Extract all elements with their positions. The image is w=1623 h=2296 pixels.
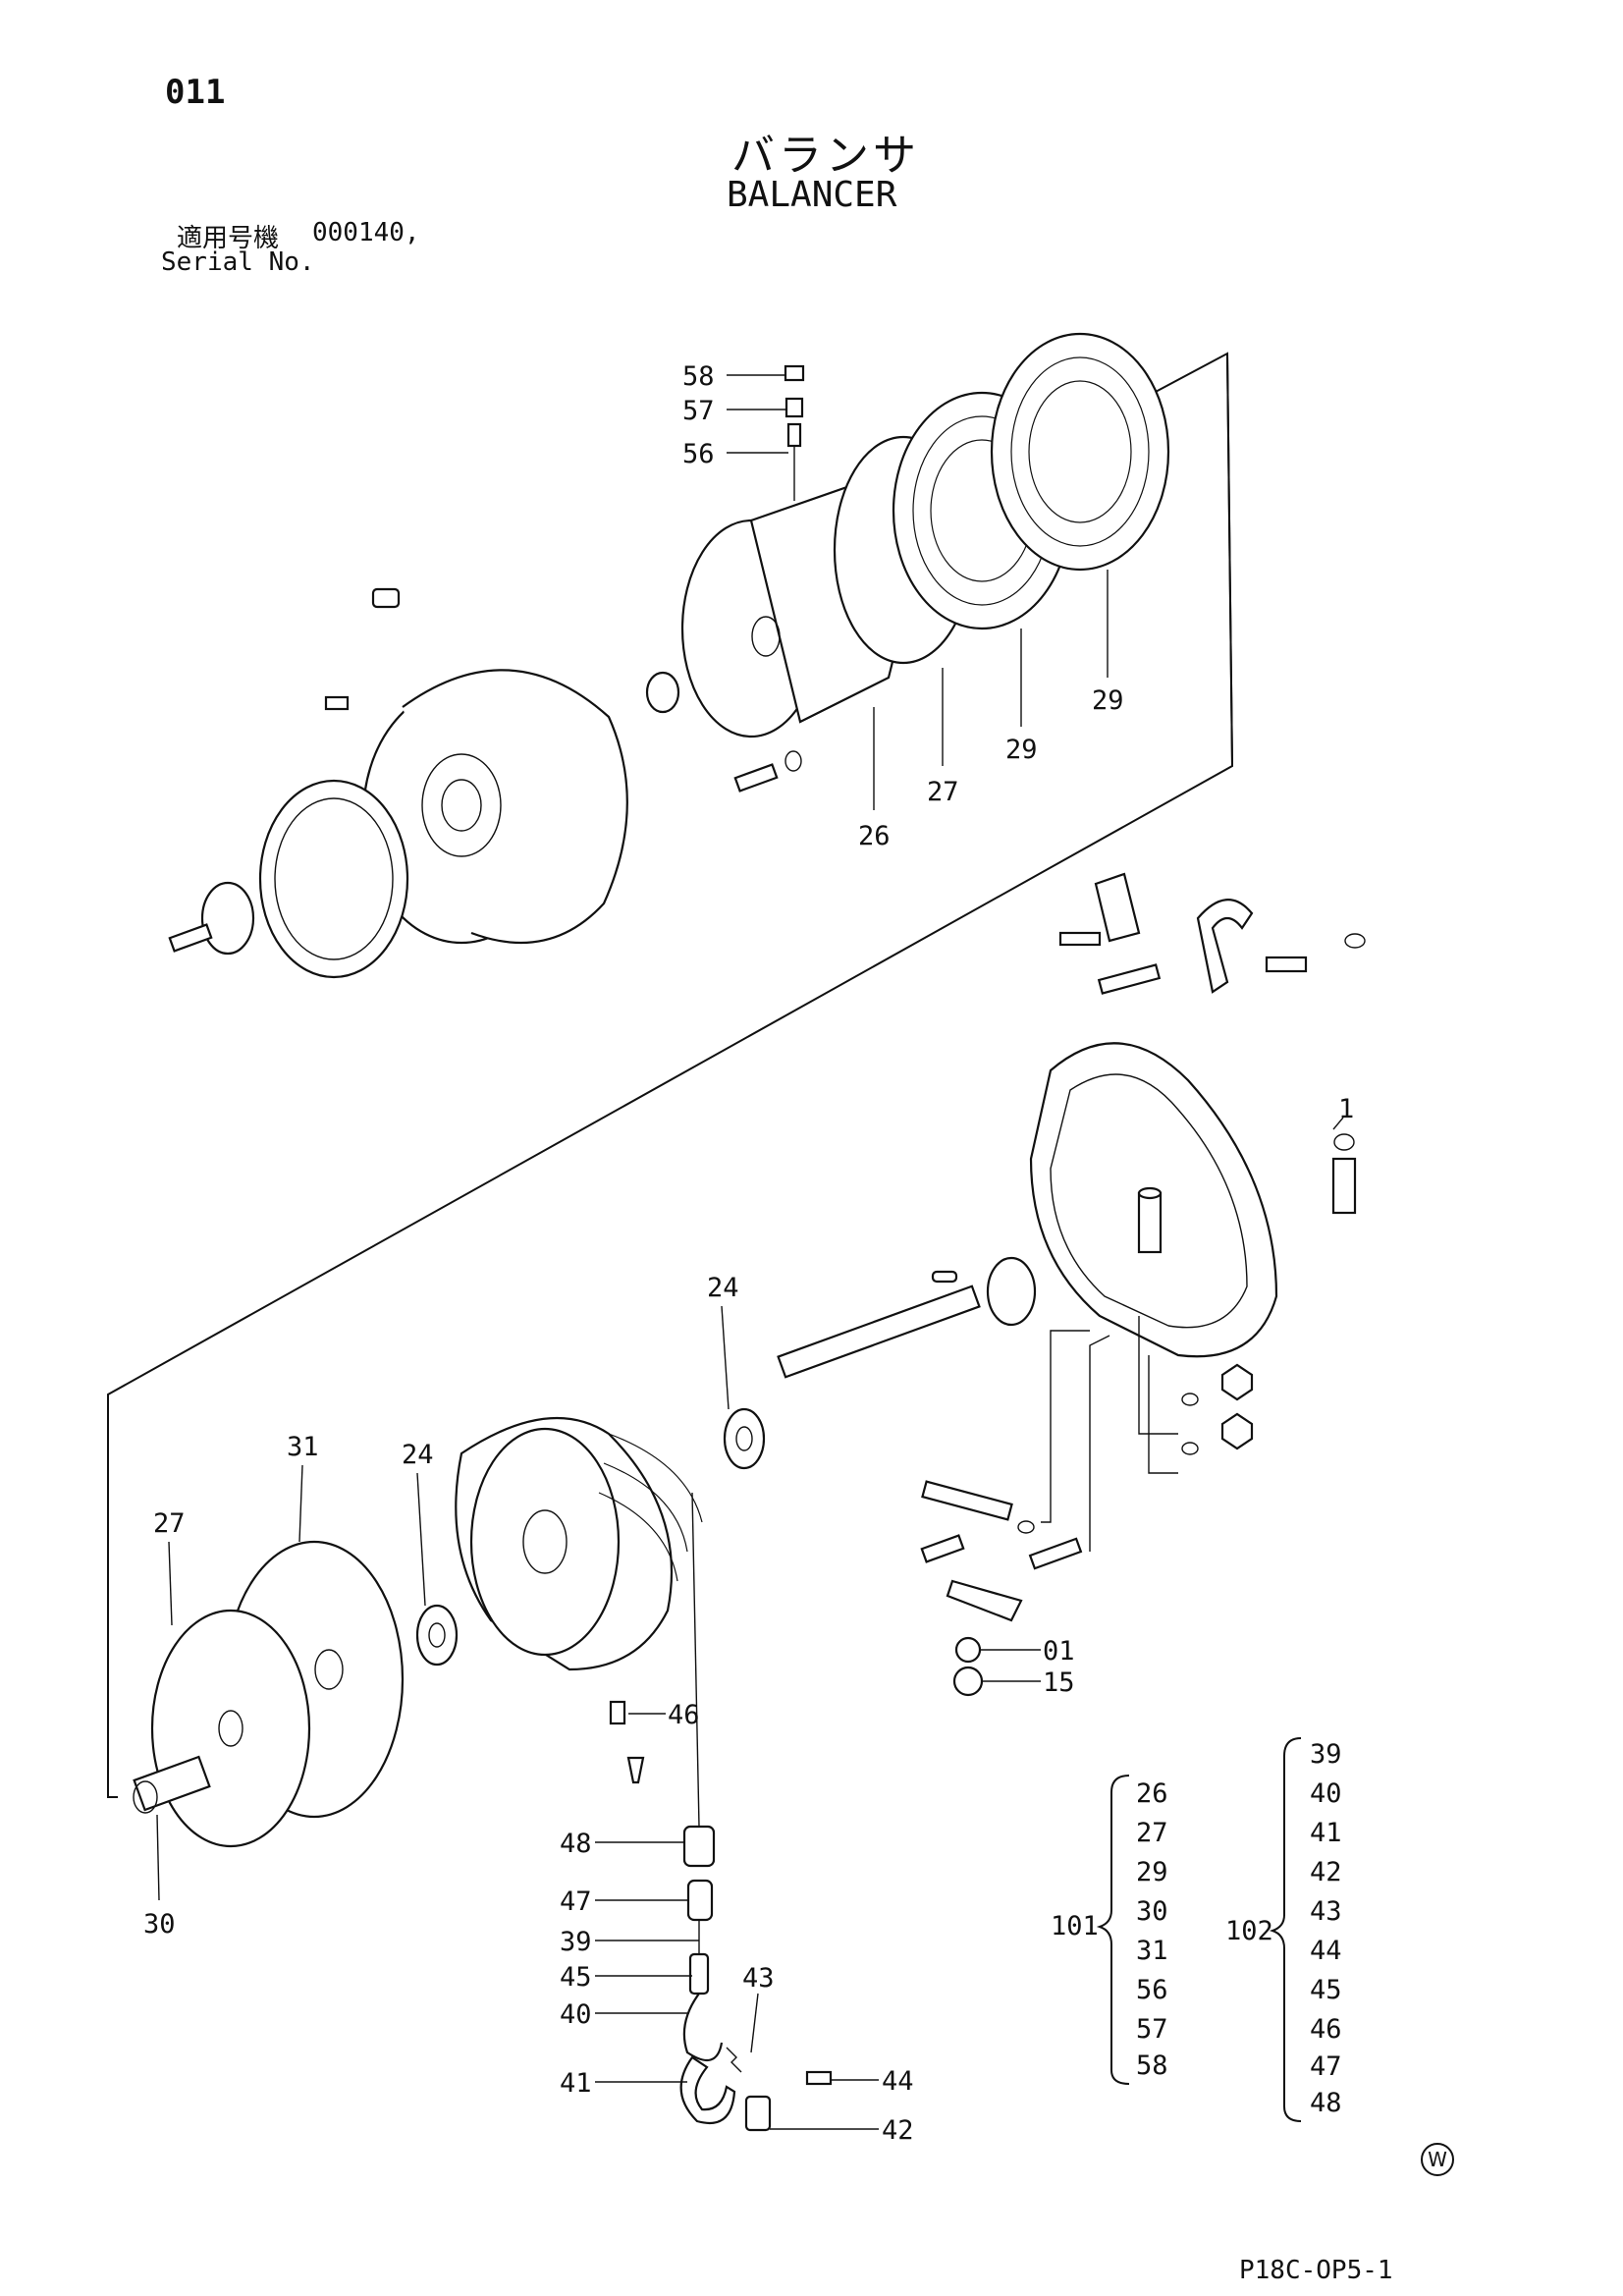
title-japanese: バランサ [731,131,920,181]
cover-group [168,587,680,979]
callout-58: 58 [682,361,715,392]
callout-47: 47 [560,1886,592,1917]
callout-57: 57 [682,396,715,426]
disc-27b [150,1609,311,1848]
spring-case-group [680,332,1170,793]
callout-46: 46 [668,1700,700,1730]
assembly-102-part: 42 [1310,1857,1342,1887]
assembly-102-part: 40 [1310,1778,1342,1809]
bearing-24b [415,1604,459,1667]
callout-42: 42 [882,2115,914,2146]
callout-56: 56 [682,439,715,469]
gear [986,1256,1037,1327]
callout-29b: 29 [1005,735,1038,765]
callout-27a: 27 [927,777,959,807]
plate [200,881,255,956]
watermark-symbol: W [1421,2143,1454,2176]
callout-48: 48 [560,1829,592,1859]
drawing-code: P18C-OP5-1 [1239,2256,1393,2285]
assembly-101-part: 30 [1136,1896,1168,1927]
coil-spring-29b [990,332,1170,572]
assembly-101: 101 26 27 29 30 31 56 57 58 [1051,1775,1168,2085]
callout-24b: 24 [402,1440,434,1470]
callout-15: 15 [1043,1667,1075,1698]
lever-group [920,1330,1110,1697]
assembly-102-part: 41 [1310,1818,1342,1848]
page-number: 011 [165,73,226,112]
assembly-101-label: 101 [1051,1911,1099,1941]
assembly-101-part: 26 [1136,1778,1168,1809]
assembly-101-part: 31 [1136,1936,1168,1966]
callouts: 58 57 56 29 29 27 26 1 24 24 31 27 30 46… [143,361,1354,2146]
assembly-102-part: 47 [1310,2051,1342,2082]
callout-30: 30 [143,1909,176,1940]
assembly-102-part: 39 [1310,1739,1342,1770]
shaft-group [723,1256,1037,1470]
callout-39: 39 [560,1927,592,1957]
assembly-102-part: 44 [1310,1936,1342,1966]
serial-label-jp: 適用号機 [177,224,280,253]
plug-1 [1331,1157,1357,1215]
cap-58 [784,364,805,382]
serial-label-en: Serial No. [161,247,315,277]
bearing-24a [723,1407,766,1470]
pipe-30 [133,1755,211,1812]
assembly-102-label: 102 [1225,1916,1273,1946]
callout-26: 26 [858,821,891,851]
assembly-102: 102 39 40 41 42 43 44 45 46 47 48 [1225,1737,1342,2122]
ring [258,779,409,979]
assembly-102-part: 46 [1310,2014,1342,2045]
housing-group [1029,872,1366,1474]
plug-57 [784,397,804,418]
callout-1: 1 [1338,1094,1354,1124]
callout-01: 01 [1043,1636,1075,1667]
callout-45: 45 [560,1962,592,1993]
title-english: BALANCER [727,175,897,215]
assembly-101-part: 27 [1136,1818,1168,1848]
cable-hook-group [679,1492,833,2132]
assembly-outline [107,352,1234,1798]
drum-group [133,1416,703,1848]
assembly-101-part: 57 [1136,2014,1168,2045]
assembly-101-part: 56 [1136,1975,1168,2005]
callout-24a: 24 [707,1273,739,1303]
serial-value: 000140, [312,218,420,247]
callout-31: 31 [287,1432,319,1462]
callout-43: 43 [742,1963,775,1994]
callout-27b: 27 [153,1508,186,1539]
assembly-102-part: 43 [1310,1896,1342,1927]
assembly-101-part: 58 [1136,2050,1168,2081]
callout-40: 40 [560,1999,592,2030]
assembly-101-part: 29 [1136,1857,1168,1887]
pin-56 [786,422,802,448]
callout-41: 41 [560,2068,592,2099]
callout-44: 44 [882,2066,914,2097]
leader-lines [156,374,1344,2130]
callout-29a: 29 [1092,685,1124,716]
assembly-102-part: 45 [1310,1975,1342,2005]
assembly-102-part: 48 [1310,2088,1342,2118]
